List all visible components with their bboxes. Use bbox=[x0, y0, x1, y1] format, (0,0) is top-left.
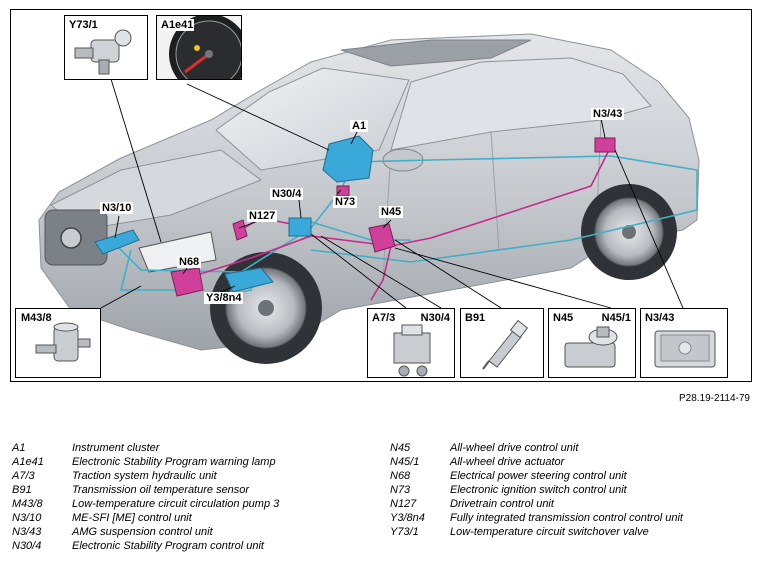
tag-n127: N127 bbox=[247, 210, 278, 222]
vehicle-illustration bbox=[38, 33, 700, 364]
callout-n45-n45-1: N45 N45/1 bbox=[548, 308, 636, 378]
callout-m43-8: M43/8 bbox=[15, 308, 101, 378]
unit-y3-8n4-transmission bbox=[224, 267, 274, 293]
tag-n73: N73 bbox=[333, 196, 358, 208]
callout-a7-3-n30-4: A7/3 N30/4 bbox=[367, 308, 455, 378]
figure-reference: P28.19-2114-79 bbox=[679, 393, 750, 404]
car-sunroof bbox=[340, 39, 532, 67]
unit-n45-awd bbox=[368, 223, 396, 253]
callout-b91: B91 bbox=[460, 308, 544, 378]
tag-n3-10: N3/10 bbox=[100, 202, 134, 214]
diagram-figure: Y73/1 A1e41 M43/8 A7/3 N30/4 bbox=[10, 9, 752, 382]
circulation-pump-image bbox=[35, 322, 91, 362]
tag-n3-43: N3/43 bbox=[591, 108, 625, 120]
callout-a1e41: A1e41 bbox=[156, 15, 242, 80]
tag-n30-4: N30/4 bbox=[270, 188, 304, 200]
unit-n68-steering bbox=[170, 267, 204, 297]
tag-n45: N45 bbox=[379, 206, 404, 218]
rear-wheel bbox=[581, 184, 677, 280]
car-emblem bbox=[60, 227, 82, 249]
instrument-gauge-image bbox=[157, 16, 241, 79]
unit-n3-10-me bbox=[94, 229, 140, 255]
car-side-windows bbox=[390, 57, 652, 151]
unit-n73-ignition bbox=[336, 185, 350, 197]
suspension-control-unit-image bbox=[654, 330, 716, 368]
front-wheel bbox=[210, 252, 322, 364]
tag-a1: A1 bbox=[350, 120, 369, 132]
hydraulic-unit-image bbox=[393, 324, 431, 377]
unit-a1-instrument-cluster bbox=[322, 135, 374, 183]
tag-n68: N68 bbox=[177, 256, 202, 268]
awd-actuator-image bbox=[564, 326, 618, 368]
callout-y73-1: Y73/1 bbox=[64, 15, 148, 80]
unit-n127-drivetrain bbox=[232, 219, 248, 241]
unit-n30-4-esp bbox=[288, 217, 312, 237]
tag-y3-8n4: Y3/8n4 bbox=[204, 292, 244, 304]
switchover-valve-image bbox=[74, 29, 132, 75]
callout-n3-43: N3/43 bbox=[640, 308, 728, 378]
temperature-sensor-image bbox=[482, 319, 529, 370]
unit-n3-43-amg bbox=[594, 137, 616, 153]
